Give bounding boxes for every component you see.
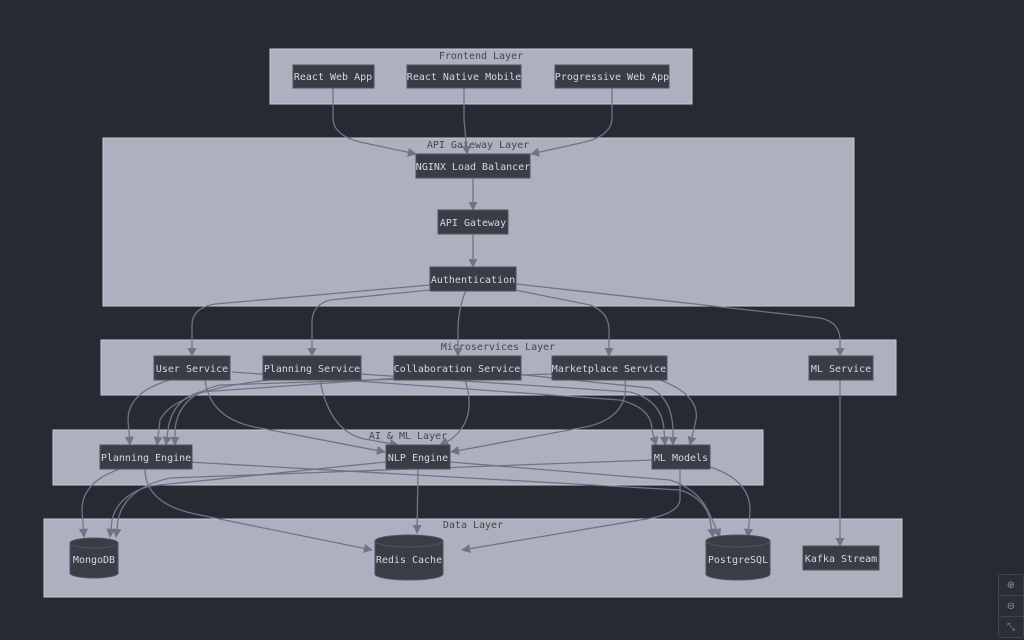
node-ml-models-label: ML Models <box>654 453 708 464</box>
node-nlp-engine-label: NLP Engine <box>388 453 448 464</box>
node-kafka-stream-label: Kafka Stream <box>805 554 877 565</box>
edge-pwa-to-nginx <box>530 88 613 157</box>
edge-nlp-engine-to-redis <box>412 468 422 534</box>
edges <box>78 88 845 554</box>
zoom-out-button[interactable]: ⊖ <box>999 595 1023 616</box>
node-postgresql[interactable]: PostgreSQL <box>705 534 771 581</box>
edge-planning-engine-to-mongodb <box>78 468 121 538</box>
edge-planning-svc-to-nlp-engine <box>319 379 399 449</box>
node-user-service-label: User Service <box>156 364 228 375</box>
node-api-gateway[interactable]: API Gateway <box>437 209 509 235</box>
layer-frontend-title: Frontend Layer <box>439 51 523 62</box>
edge-auth-to-marketplace-service <box>509 288 614 357</box>
edge-ml-models-to-mongodb <box>112 459 653 538</box>
edge-nlp-engine-to-mongodb <box>106 461 387 538</box>
edge-react-native-to-nginx <box>461 88 471 155</box>
fit-to-screen-icon: ⤡ <box>1007 621 1015 633</box>
layer-microservices-title: Microservices Layer <box>441 342 555 353</box>
edge-ml-models-to-postgres <box>709 466 754 538</box>
edge-collab-to-ml-models <box>514 373 678 446</box>
zoom-in-icon: ⊕ <box>1006 579 1016 591</box>
layer-data-title: Data Layer <box>443 520 503 531</box>
edge-marketplace-to-nlp-engine <box>450 379 627 455</box>
edge-user-to-planning-engine <box>124 379 171 446</box>
node-react-native-mobile-label: React Native Mobile <box>407 72 521 83</box>
node-user-service[interactable]: User Service <box>153 355 231 381</box>
fit-to-screen-button[interactable]: ⤡ <box>999 616 1023 637</box>
node-redis-cache-label: Redis Cache <box>376 555 442 566</box>
edge-auth-to-planning-service <box>307 288 441 357</box>
edge-planning-svc-to-ml-models <box>359 373 669 446</box>
node-authentication-label: Authentication <box>431 275 515 286</box>
node-kafka-stream[interactable]: Kafka Stream <box>802 545 880 571</box>
edge-marketplace-to-ml-models <box>659 379 697 446</box>
node-collaboration-service[interactable]: Collaboration Service <box>393 355 522 381</box>
node-nginx-load-balancer-label: NGINX Load Balancer <box>416 162 530 173</box>
node-mongodb-label: MongoDB <box>73 555 115 566</box>
node-planning-engine-label: Planning Engine <box>101 453 191 464</box>
edge-ml-models-to-redis <box>461 469 681 554</box>
edge-react-web-to-nginx <box>332 88 417 157</box>
node-ml-service-label: ML Service <box>811 364 871 375</box>
node-marketplace-service[interactable]: Marketplace Service <box>551 355 668 381</box>
node-planning-service-label: Planning Service <box>264 364 360 375</box>
node-collaboration-service-label: Collaboration Service <box>394 364 520 375</box>
node-api-gateway-label: API Gateway <box>440 218 506 229</box>
node-mongodb[interactable]: MongoDB <box>69 537 119 579</box>
edge-nlp-engine-to-postgres <box>449 461 721 538</box>
layer-microservices: Microservices Layer <box>100 339 897 396</box>
edge-auth-to-user-service <box>187 284 431 357</box>
node-planning-service[interactable]: Planning Service <box>262 355 362 381</box>
node-progressive-web-app[interactable]: Progressive Web App <box>554 64 670 89</box>
edge-planning-svc-to-planning-engine <box>153 379 271 446</box>
layer-api-gateway-title: API Gateway Layer <box>427 140 529 151</box>
edge-planning-engine-to-redis <box>144 468 373 553</box>
node-react-web-app[interactable]: React Web App <box>292 64 375 89</box>
node-redis-cache[interactable]: Redis Cache <box>374 534 444 581</box>
edge-auth-to-collab-service <box>453 289 467 357</box>
node-marketplace-service-label: Marketplace Service <box>552 364 666 375</box>
node-planning-engine[interactable]: Planning Engine <box>99 444 193 470</box>
edge-marketplace-to-planning-engine <box>170 373 553 446</box>
node-authentication[interactable]: Authentication <box>429 266 517 292</box>
node-nginx-load-balancer[interactable]: NGINX Load Balancer <box>415 153 531 179</box>
node-ml-models[interactable]: ML Models <box>651 444 711 470</box>
zoom-out-icon: ⊖ <box>1006 600 1016 612</box>
node-nlp-engine[interactable]: NLP Engine <box>385 444 451 470</box>
layer-data: Data Layer <box>43 518 903 598</box>
node-progressive-web-app-label: Progressive Web App <box>555 72 669 83</box>
node-postgresql-label: PostgreSQL <box>708 555 768 566</box>
layer-ai-ml-title: AI & ML Layer <box>369 431 447 442</box>
edge-collab-to-nlp-engine <box>439 379 470 446</box>
zoom-in-button[interactable]: ⊕ <box>999 575 1023 595</box>
node-ml-service[interactable]: ML Service <box>808 355 874 381</box>
node-react-native-mobile[interactable]: React Native Mobile <box>406 64 522 89</box>
edge-user-to-ml-models <box>231 371 659 446</box>
node-react-web-app-label: React Web App <box>294 72 372 83</box>
zoom-controls: ⊕ ⊖ ⤡ <box>998 574 1024 638</box>
edge-auth-to-ml-service <box>515 283 845 357</box>
